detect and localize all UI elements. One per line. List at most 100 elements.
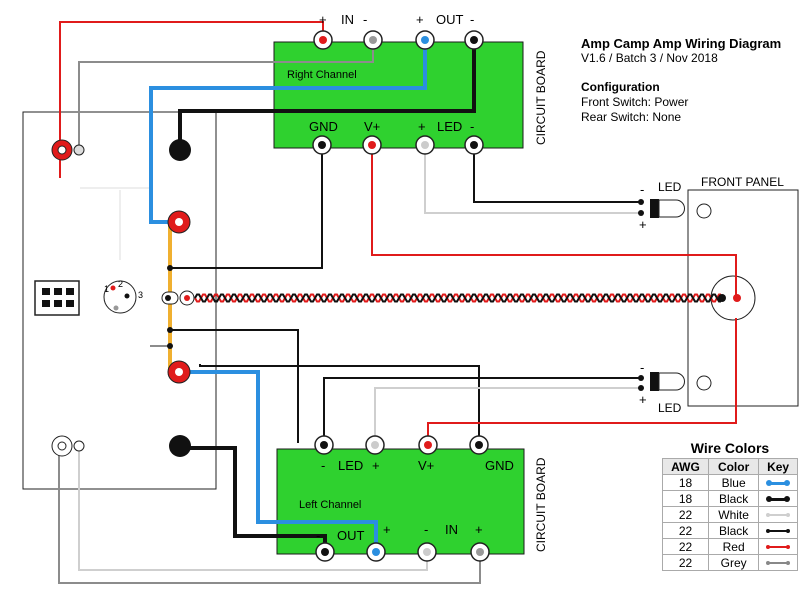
front-panel-screw-icon — [696, 375, 712, 391]
key-swatch — [758, 474, 798, 491]
right-board-side-label: CIRCUIT BOARD — [534, 50, 548, 145]
left-in-minus-terminal-icon — [417, 542, 437, 562]
right-in-plus-label: + — [319, 12, 327, 27]
dc-jack-pin-3: 3 — [138, 290, 143, 300]
right-vplus-terminal-icon — [362, 135, 382, 155]
binding-post-left-minus-icon — [169, 435, 191, 457]
wire-swatch-icon — [766, 479, 791, 487]
right-gnd-label: GND — [309, 119, 338, 134]
key-color: Black — [708, 490, 760, 507]
twisted-pair-jack-connector-icon — [161, 290, 195, 306]
wire-black-left-bus — [170, 329, 299, 443]
key-swatch — [758, 522, 798, 539]
wire-swatch-icon — [766, 527, 791, 535]
wire-black-right-led-minus — [473, 145, 640, 203]
key-header-awg: AWG — [661, 458, 710, 475]
config-front-switch: Front Switch: Power — [581, 95, 689, 109]
key-swatch — [758, 538, 798, 555]
left-out-label: OUT — [337, 528, 365, 543]
top-led-minus-label: - — [640, 182, 644, 197]
key-awg: 22 — [661, 554, 710, 571]
wire-grey-left-in-plus — [58, 447, 481, 584]
wire-blue-right-out-plus — [149, 40, 427, 224]
right-out-minus-label: - — [470, 12, 474, 27]
wire-twisted-pair-power — [194, 293, 721, 303]
binding-post-right-plus-icon — [167, 210, 191, 234]
left-led-label: LED — [338, 458, 363, 473]
left-led-minus-terminal-icon — [314, 435, 334, 455]
left-board-side-label: CIRCUIT BOARD — [534, 457, 548, 552]
top-led-plus-label: + — [639, 217, 647, 232]
front-panel-screw-icon — [696, 203, 712, 219]
left-out-plus-terminal-icon — [366, 542, 386, 562]
right-in-label: IN — [341, 12, 354, 27]
key-awg: 22 — [661, 538, 710, 555]
key-header-color: Color — [708, 458, 760, 475]
left-in-plus-terminal-icon — [470, 542, 490, 562]
right-out-label: OUT — [436, 12, 464, 27]
front-panel-title: FRONT PANEL — [701, 175, 784, 189]
right-led-plus-label: + — [418, 119, 426, 134]
left-gnd-label: GND — [485, 458, 514, 473]
key-awg: 22 — [661, 522, 710, 539]
bus-junction-dot — [167, 343, 173, 349]
key-swatch — [758, 490, 798, 507]
key-header-key: Key — [758, 458, 798, 475]
right-vplus-label: V+ — [364, 119, 380, 134]
wire-black-right-gnd — [170, 145, 323, 269]
bus-junction-dot — [167, 265, 173, 271]
binding-post-left-plus-icon — [167, 360, 191, 384]
config-heading: Configuration — [581, 80, 660, 94]
right-led-minus-terminal-icon — [464, 135, 484, 155]
wire-white-left-led-plus — [374, 387, 640, 450]
right-in-plus-terminal-icon — [313, 30, 333, 50]
key-color: Red — [708, 538, 760, 555]
front-led-bottom-icon — [638, 372, 685, 391]
wire-swatch-icon — [766, 495, 791, 503]
bottom-led-plus-label: + — [639, 392, 647, 407]
left-in-plus-label: + — [475, 522, 483, 537]
right-out-plus-label: + — [416, 12, 424, 27]
top-led-label: LED — [658, 180, 682, 194]
wire-black-left-out-minus — [181, 446, 327, 552]
wire-swatch-icon — [766, 559, 791, 567]
left-out-minus-terminal-icon — [315, 542, 335, 562]
bottom-led-label: LED — [658, 401, 682, 415]
left-out-plus-label: + — [383, 522, 391, 537]
left-channel-label: Left Channel — [299, 499, 361, 511]
rca-jack-right-icon — [51, 139, 85, 161]
left-led-plus-terminal-icon — [365, 435, 385, 455]
diagram-info: Amp Camp Amp Wiring Diagram V1.6 / Batch… — [581, 36, 781, 125]
key-awg: 18 — [661, 490, 710, 507]
key-color: White — [708, 506, 760, 523]
wire-grey-right-in-minus — [78, 40, 374, 150]
key-color: Black — [708, 522, 760, 539]
bus-junction-dot — [167, 327, 173, 333]
key-title: Wire Colors — [690, 440, 770, 456]
diagram-subtitle: V1.6 / Batch 3 / Nov 2018 — [581, 51, 718, 65]
key-awg: 22 — [661, 506, 710, 523]
switch-contact-icon — [733, 294, 741, 302]
right-channel-label: Right Channel — [287, 69, 357, 81]
wire-black-right-out-minus — [178, 40, 476, 150]
binding-post-right-minus-icon — [169, 139, 191, 161]
right-led-label: LED — [437, 119, 462, 134]
bottom-led-minus-label: - — [640, 360, 644, 375]
key-swatch — [758, 554, 798, 571]
wire-blue-left-out-plus — [181, 370, 378, 552]
wire-swatch-icon — [766, 543, 791, 551]
config-rear-switch: Rear Switch: None — [581, 110, 682, 124]
left-in-label: IN — [445, 522, 458, 537]
left-vplus-label: V+ — [418, 458, 434, 473]
diagram-title: Amp Camp Amp Wiring Diagram — [581, 36, 782, 51]
key-awg: 18 — [661, 474, 710, 491]
right-led-plus-terminal-icon — [415, 135, 435, 155]
wire-swatch-icon — [766, 511, 791, 519]
right-circuit-board — [273, 41, 524, 149]
dc-power-jack-icon — [103, 280, 137, 314]
